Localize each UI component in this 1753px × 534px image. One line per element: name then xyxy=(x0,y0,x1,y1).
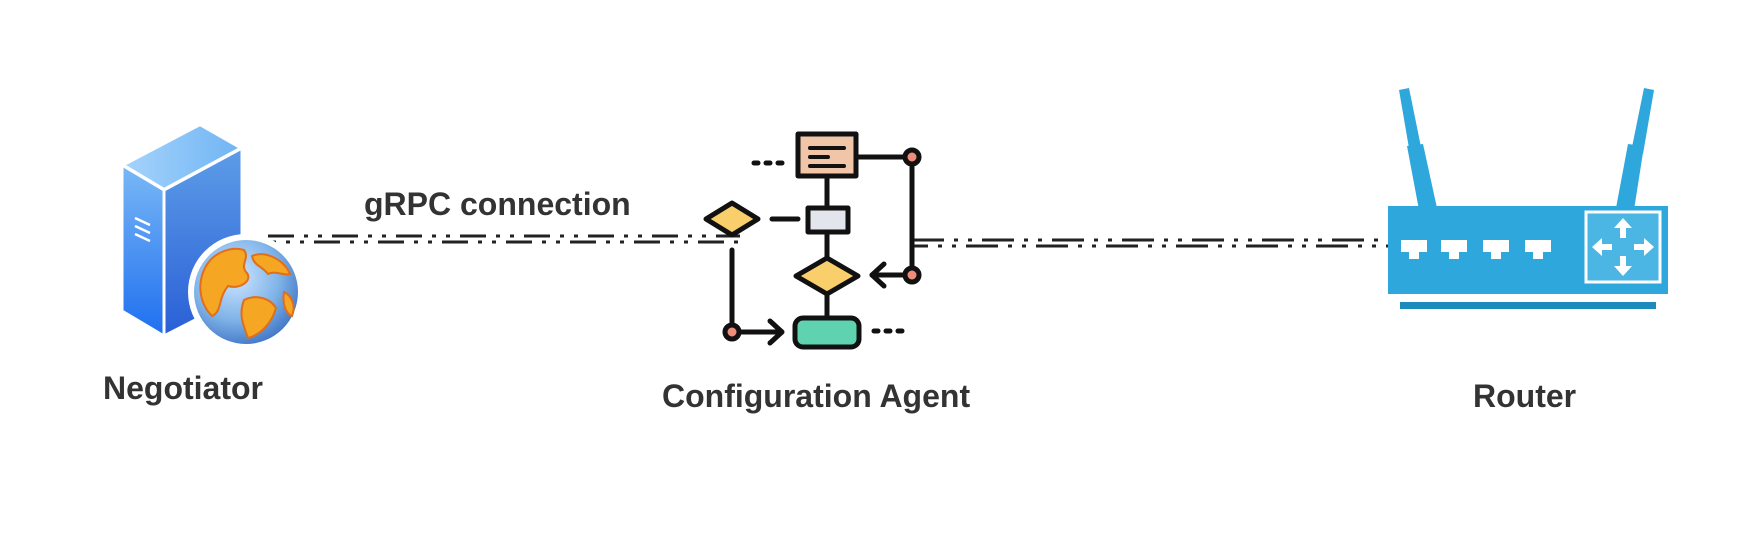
server-globe-icon xyxy=(118,122,304,350)
router-connection-line xyxy=(912,238,1395,248)
router-icon xyxy=(1388,88,1668,309)
flowchart-icon xyxy=(703,131,922,350)
negotiator-label: Negotiator xyxy=(103,370,263,406)
grpc-connection-line xyxy=(268,234,740,244)
router-label: Router xyxy=(1473,378,1577,414)
configuration-agent-label: Configuration Agent xyxy=(662,378,971,414)
grpc-connection-label: gRPC connection xyxy=(364,186,631,222)
